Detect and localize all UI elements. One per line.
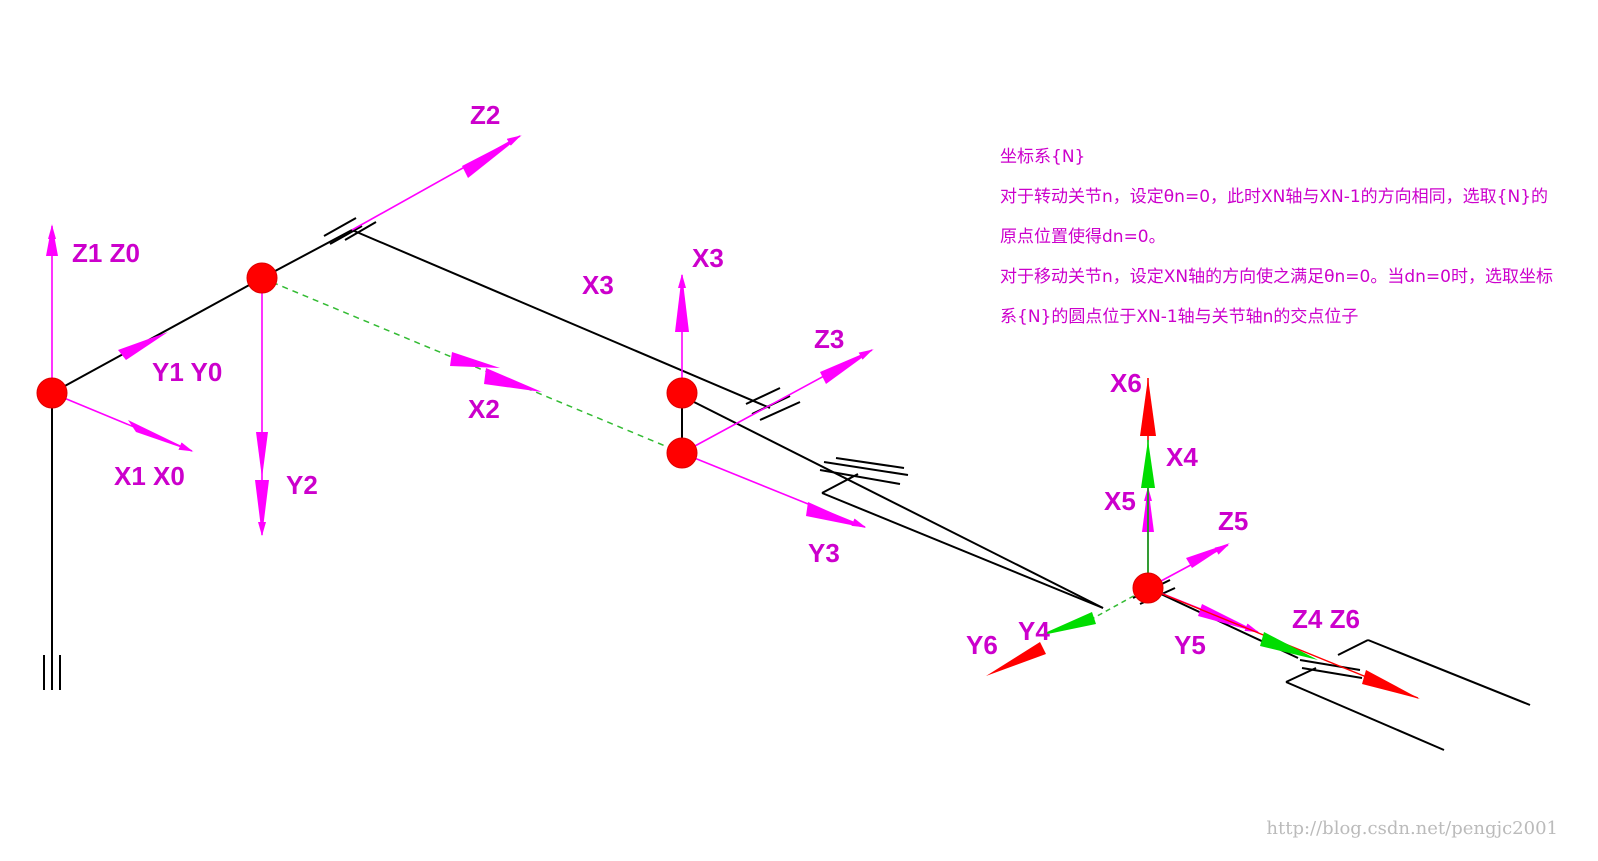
label-x1-x0: X1 X0 [114,461,185,491]
label-x5: X5 [1104,486,1136,516]
arrowhead-y2 [255,480,269,536]
arrowhead-x4 [1141,440,1155,488]
wrist-rail-upper-a [1367,639,1531,706]
label-z2: Z2 [470,100,500,130]
joint-tick-e1 [1299,659,1361,671]
label-y1-y0: Y1 Y0 [152,357,222,387]
label-y6: Y6 [966,630,998,660]
arrowhead-z2 [462,135,522,178]
joint-tick-a3 [344,221,377,241]
label-y3: Y3 [808,538,840,568]
joint-tick-b3 [759,401,801,421]
label-z3: Z3 [814,324,844,354]
arrowhead-y4 [1038,612,1096,636]
arrowhead-y1-y0 [118,332,168,360]
label-x3: X3 [692,243,724,273]
joint-2 [246,262,278,294]
frame-convention-notes: 坐标系{N} 对于转动关节n，设定θn=0，此时XN轴与XN-1的方向相同，选取… [1000,137,1560,337]
joint-tick-c2 [819,469,901,485]
joint-tick-a1 [323,217,357,237]
joint-tick-c1 [823,461,909,476]
label-x4: X4 [1166,442,1198,472]
dashed-link-x2 [261,277,683,454]
label-y4: Y4 [1018,616,1050,646]
label-z4-z6: Z4 Z6 [1292,604,1360,634]
link-2-lower-b [821,492,1104,609]
label-z5: Z5 [1218,506,1248,536]
note-line-1: 对于转动关节n，设定θn=0，此时XN轴与XN-1的方向相同，选取{N}的 [1000,187,1549,207]
joint3-step-a [821,473,859,494]
arrowhead-x2-b [484,368,542,392]
label-y2: Y2 [286,470,318,500]
arrowhead-y2-mid [256,432,268,478]
wrist-rail-upper-b [1337,639,1369,656]
joint-tick-e2 [1301,667,1363,679]
arrowhead-x1-x0 [128,420,194,452]
arrowhead-z6 [1362,670,1420,699]
link-2-upper [351,229,771,409]
wrist-rail-lower-a [1285,681,1445,751]
arrowhead-x2-a [450,352,500,368]
link-structure [43,217,1531,751]
arrowhead-y3 [806,502,866,528]
joint-1 [36,377,68,409]
arrowhead-z5 [1186,543,1230,568]
joint-tick-c3 [835,457,905,469]
joint-wrist [1132,572,1164,604]
arrowhead-x3 [675,274,689,332]
label-x2: X2 [468,394,500,424]
joint-tick-a2 [329,225,363,245]
arrowhead-z1-z0 [46,224,58,256]
label-x6: X6 [1110,368,1142,398]
watermark-url: http://blog.csdn.net/pengjc2001 [1266,818,1558,839]
joint-3-upper [666,377,698,409]
note-line-4: 系{N}的圆点位于XN-1轴与关节轴n的交点位子 [1000,307,1359,327]
joint-tick-b1 [745,387,781,405]
label-z1-z0: Z1 Z0 [72,238,140,268]
note-title: 坐标系{N} [1000,147,1086,167]
link-2-lower [693,401,1104,609]
arrowhead-y6 [986,642,1046,676]
joint-3-lower [666,437,698,469]
label-y5: Y5 [1174,630,1206,660]
note-line-2: 原点位置使得dn=0。 [1000,227,1166,247]
arrowhead-z4 [1260,632,1318,660]
note-line-3: 对于移动关节n，设定XN轴的方向使之满足θn=0。当dn=0时，选取坐标 [1000,267,1553,287]
link-1 [51,277,263,394]
arrowhead-y5 [1198,604,1260,633]
label-x3-link: X3 [582,270,614,300]
arrowhead-z3 [820,349,874,384]
link-1-ext [261,229,353,279]
arrowhead-x6 [1140,378,1156,436]
